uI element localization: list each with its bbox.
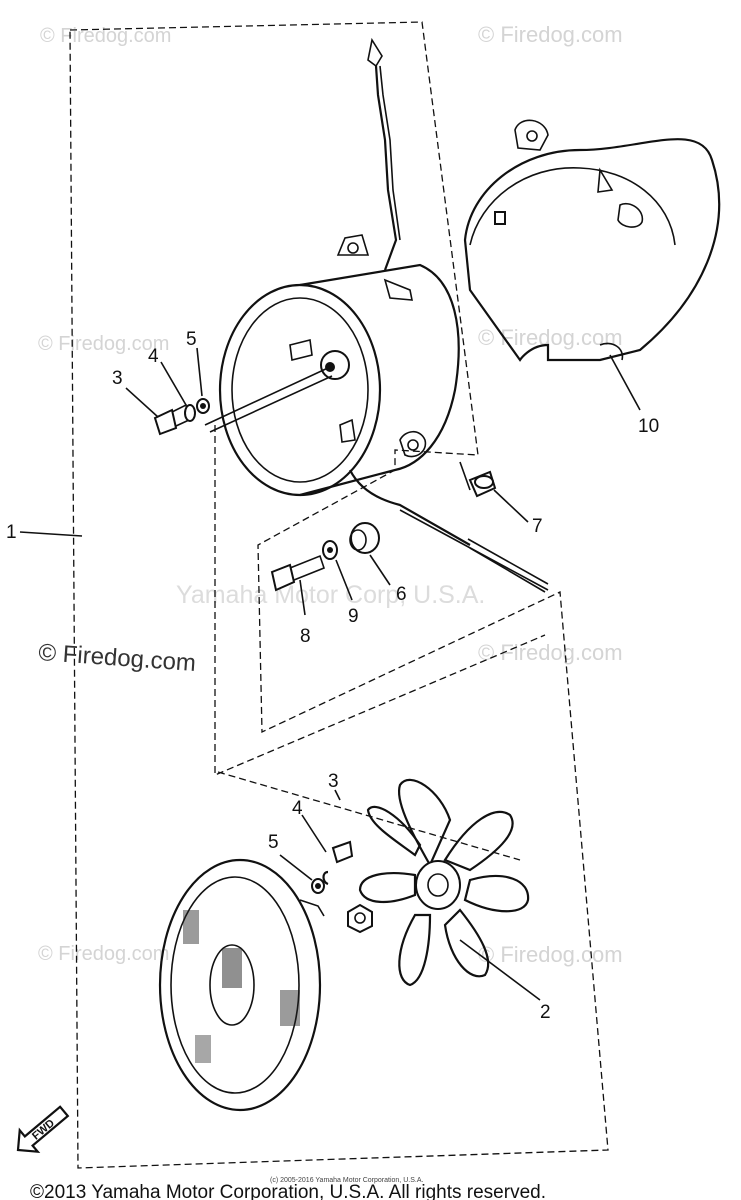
watermark-yamaha-center: Yamaha Motor Corp, U.S.A.	[176, 581, 485, 609]
fan-blade	[358, 778, 541, 1001]
callout-3-bottom: 3	[328, 771, 339, 792]
watermark-bottom-left: © Firedog.com	[38, 943, 169, 965]
callout-labels: 1 2 3 3 4 4 5 5 6 7 8 9 10	[6, 329, 659, 1023]
watermark-bottom-right: © Firedog.com	[478, 942, 623, 967]
fan-cover-plate	[158, 858, 322, 1112]
mount-hardware	[270, 522, 380, 592]
watermark-top-right: © Firedog.com	[478, 22, 623, 47]
callout-5-top: 5	[186, 329, 197, 350]
wire-harness	[367, 37, 401, 271]
leader-lines	[19, 347, 641, 881]
callout-8: 8	[300, 626, 311, 647]
callout-7: 7	[532, 516, 543, 537]
watermark-layer: © Firedog.com © Firedog.com © Firedog.co…	[38, 22, 623, 967]
watermark-mid-right: © Firedog.com	[478, 325, 623, 350]
callout-10: 10	[638, 416, 659, 437]
fwd-direction-arrow: FWD	[16, 1105, 70, 1154]
watermark-mid-left: © Firedog.com	[38, 333, 169, 355]
callout-1: 1	[6, 522, 17, 543]
fan-motor-housing	[204, 234, 549, 593]
nut-assembly-bottom	[299, 840, 373, 934]
fan-shroud	[463, 119, 721, 362]
callout-5-bottom: 5	[268, 832, 279, 853]
bolt-7	[459, 461, 497, 498]
callout-9: 9	[348, 606, 359, 627]
callout-3-top: 3	[112, 368, 123, 389]
vent-grille	[183, 910, 300, 1063]
watermark-firedog-dark: © Firedog.com	[38, 639, 197, 677]
small-print-copyright: (c) 2005-2016 Yamaha Motor Corporation, …	[270, 1177, 423, 1184]
screw-assembly-top	[153, 398, 210, 436]
callout-6: 6	[396, 584, 407, 605]
footer-copyright: ©2013 Yamaha Motor Corporation, U.S.A. A…	[30, 1182, 546, 1200]
callout-4-bottom: 4	[292, 798, 303, 819]
watermark-right-lower: © Firedog.com	[478, 640, 623, 665]
callout-2: 2	[540, 1002, 551, 1023]
callout-4-top: 4	[148, 346, 159, 367]
